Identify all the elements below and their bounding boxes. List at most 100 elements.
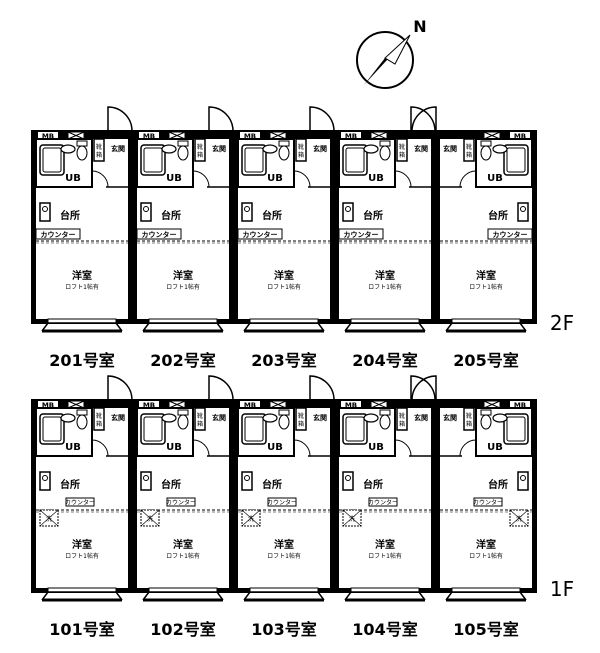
counter-label: カウンター bbox=[41, 230, 76, 239]
door-swing bbox=[394, 170, 412, 188]
bathtub-inner bbox=[345, 147, 365, 173]
shoe-box-label: 箱 bbox=[399, 420, 405, 428]
door-swing bbox=[192, 439, 210, 457]
loft-label: ロフト1帖有 bbox=[166, 552, 200, 560]
kitchen-label: 台所 bbox=[488, 209, 508, 222]
mb-box bbox=[38, 401, 58, 408]
toilet-tank bbox=[379, 140, 391, 147]
shoe-box-label: 箱 bbox=[466, 151, 472, 159]
bathtub-inner bbox=[143, 416, 163, 442]
balcony-outline bbox=[41, 591, 123, 601]
shoe-box bbox=[295, 138, 307, 162]
kitchen-label: 台所 bbox=[262, 209, 282, 222]
sink bbox=[262, 413, 278, 423]
unit-side-wall bbox=[335, 400, 339, 592]
mb-box bbox=[139, 132, 159, 139]
stove-burner bbox=[42, 475, 48, 481]
duct-cross bbox=[370, 131, 388, 140]
duct-cross bbox=[168, 131, 186, 140]
toilet-bowl bbox=[278, 414, 290, 430]
stove-burner bbox=[42, 206, 48, 212]
counter-label: カウンター bbox=[166, 499, 196, 507]
loft-label: ロフト1帖有 bbox=[65, 552, 99, 560]
counter-label: カウンター bbox=[65, 499, 95, 507]
unit-side-wall bbox=[532, 400, 536, 592]
mb-label: MB bbox=[42, 133, 54, 141]
kitchen-label: 台所 bbox=[363, 209, 383, 222]
entrance-label: 玄関 bbox=[414, 144, 428, 153]
unit-label: 204号室 bbox=[352, 351, 417, 370]
shoe-box-label: 箱 bbox=[96, 151, 102, 159]
mb-box bbox=[240, 132, 260, 139]
western-room-label: 洋室 bbox=[72, 538, 92, 551]
bath-label: UB bbox=[166, 173, 182, 184]
shoe-box bbox=[396, 407, 408, 431]
kitchen-label: 台所 bbox=[161, 209, 181, 222]
counter-label: カウンター bbox=[344, 230, 379, 239]
washer-label: 洗 bbox=[147, 515, 153, 523]
mb-label: MB bbox=[143, 133, 155, 141]
entrance-door bbox=[208, 375, 234, 401]
bathtub-inner bbox=[42, 147, 62, 173]
stove-burner bbox=[345, 206, 351, 212]
unit-label: 101号室 bbox=[49, 620, 114, 639]
unit-side-wall bbox=[436, 400, 440, 592]
compass-north-label: N bbox=[413, 17, 426, 36]
loft-label: ロフト1帖有 bbox=[166, 283, 200, 291]
sink bbox=[492, 413, 508, 423]
unit-label: 203号室 bbox=[251, 351, 316, 370]
shoe-box-label: 靴 bbox=[298, 412, 304, 420]
duct-cross bbox=[269, 400, 287, 409]
duct-cross bbox=[168, 400, 186, 409]
sink bbox=[363, 144, 379, 154]
stove-burner bbox=[345, 475, 351, 481]
balcony-outline bbox=[344, 591, 426, 601]
bathtub-inner bbox=[42, 416, 62, 442]
balcony-outline bbox=[344, 322, 426, 332]
toilet-bowl bbox=[379, 145, 391, 161]
unit-side-wall bbox=[330, 400, 334, 592]
bathtub bbox=[503, 144, 529, 176]
shoe-box-label: 靴 bbox=[466, 412, 472, 420]
bathtub bbox=[241, 144, 267, 176]
duct-cross bbox=[483, 131, 501, 140]
toilet-tank bbox=[278, 140, 290, 147]
bathtub bbox=[140, 144, 166, 176]
sink bbox=[492, 144, 508, 154]
bathtub-inner bbox=[506, 147, 526, 173]
bath-label: UB bbox=[368, 173, 384, 184]
counter-label: カウンター bbox=[473, 499, 503, 507]
door-swing bbox=[192, 170, 210, 188]
balcony-outline bbox=[142, 322, 224, 332]
counter bbox=[473, 497, 503, 507]
compass-needle-light bbox=[384, 34, 411, 65]
toilet-bowl bbox=[480, 414, 492, 430]
mb-label: MB bbox=[514, 133, 526, 141]
shoe-box bbox=[463, 407, 475, 431]
counter bbox=[237, 228, 283, 240]
loft-label: ロフト1帖有 bbox=[368, 552, 402, 560]
washer-label: 洗 bbox=[248, 515, 254, 523]
sink bbox=[161, 413, 177, 423]
bathtub-inner bbox=[345, 416, 365, 442]
bathtub bbox=[39, 144, 65, 176]
duct-cross bbox=[370, 400, 388, 409]
stove-burner bbox=[520, 475, 526, 481]
balcony-outline bbox=[243, 591, 325, 601]
unit-label: 205号室 bbox=[453, 351, 518, 370]
mb-box bbox=[240, 401, 260, 408]
bath-label: UB bbox=[65, 173, 81, 184]
washer-cross bbox=[140, 509, 160, 527]
loft-label: ロフト1帖有 bbox=[65, 283, 99, 291]
washer-label: 洗 bbox=[349, 515, 355, 523]
shoe-box bbox=[93, 407, 105, 431]
entrance-door bbox=[107, 106, 133, 132]
entrance-label: 玄関 bbox=[313, 413, 327, 422]
duct-cross bbox=[67, 400, 85, 409]
western-room-label: 洋室 bbox=[274, 269, 294, 282]
mb-label: MB bbox=[143, 402, 155, 410]
